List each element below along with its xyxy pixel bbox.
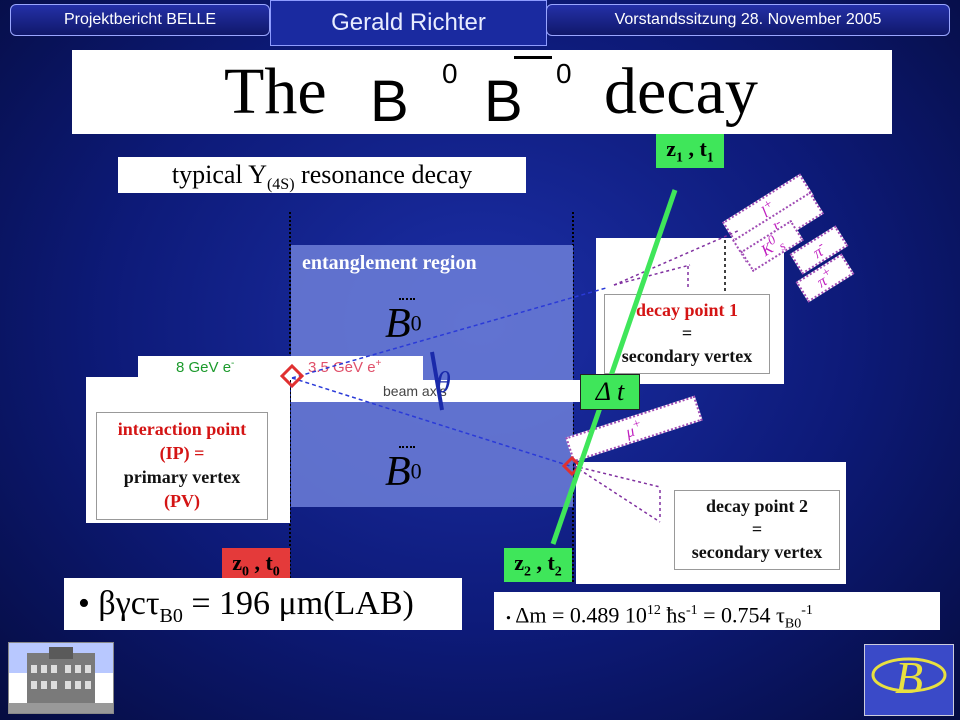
positron-beam-label: 3.5 GeV e+ xyxy=(308,358,381,376)
z2-zsub: 2 xyxy=(523,564,531,580)
header-right-tab: Vorstandssitzung 28. November 2005 xyxy=(546,4,950,36)
z0-zsub: 0 xyxy=(241,564,249,580)
z0-label: z0 , t0 xyxy=(222,548,290,582)
formula1-text: βγcτ xyxy=(98,585,160,622)
belle-logo-icon: B xyxy=(871,652,947,703)
title-bbar: B xyxy=(484,69,523,134)
z1-label: z1 , t1 xyxy=(656,134,724,168)
b-meson-lower: B0 xyxy=(385,446,422,496)
b-meson-lower-symbol: B xyxy=(385,449,411,495)
formula2-dm: Δm = 0.489 10 xyxy=(515,602,647,628)
theta-arc xyxy=(430,351,444,411)
z2-tsub: 2 xyxy=(554,564,562,580)
formula1-bullet: • xyxy=(78,585,90,622)
formula2-exp1: 12 xyxy=(646,603,661,618)
entanglement-label: entanglement region xyxy=(302,252,477,274)
header-center-tab: Gerald Richter xyxy=(270,0,547,46)
formula2-eq: = 0.754 τ xyxy=(697,602,785,628)
title-the: The xyxy=(224,55,327,128)
z2-t: , t xyxy=(530,549,555,575)
z1-tsub: 1 xyxy=(706,150,714,166)
track-decay1-a xyxy=(613,229,741,286)
track-to-decay1 xyxy=(291,287,607,379)
z2-z: z xyxy=(514,549,524,575)
formula2-hs: ħs xyxy=(660,602,686,628)
b-meson-upper: B0 xyxy=(385,298,422,348)
formula2-sub: B0 xyxy=(784,616,802,632)
interaction-line3: primary vertex xyxy=(123,467,241,487)
formula2-bullet: • xyxy=(506,611,511,627)
interaction-point-box: interaction point (IP) = primary vertex … xyxy=(96,412,268,520)
z1-t: , t xyxy=(682,135,707,161)
track-decay1-b xyxy=(613,264,691,286)
electron-beam-text: 8 GeV e xyxy=(176,359,232,376)
subtitle: typical Y(4S) resonance decay xyxy=(118,157,526,193)
subtitle-post: resonance decay xyxy=(294,160,473,189)
title-b-sup: 0 xyxy=(442,58,458,89)
building-logo xyxy=(8,642,114,714)
decay1-line1: decay point 1 xyxy=(635,300,738,320)
interaction-line1: interaction point xyxy=(117,419,247,439)
z0-t: , t xyxy=(248,549,273,575)
decay2-line1: decay point 2 xyxy=(705,496,808,516)
decay-point-2-box: decay point 2 = secondary vertex xyxy=(674,490,840,570)
title-b: B xyxy=(370,69,409,134)
title-bar-overline xyxy=(514,56,552,59)
b-meson-upper-sup: 0 xyxy=(410,310,422,336)
electron-beam-sup: - xyxy=(231,358,235,369)
track-decay2-b xyxy=(573,465,661,523)
z0-text: z0 , t0 xyxy=(232,550,280,580)
beam-axis-strip xyxy=(291,380,581,402)
title-decay: decay xyxy=(604,55,758,128)
z2-text: z2 , t2 xyxy=(514,550,562,580)
b-meson-lower-overline xyxy=(399,446,415,448)
formula-delta-m: • Δm = 0.489 1012 ħs-1 = 0.754 τB0-1 xyxy=(494,592,940,632)
z0-tsub: 0 xyxy=(272,564,280,580)
formula2-exp2: -1 xyxy=(685,603,698,618)
decay1-line3: secondary vertex xyxy=(621,346,753,366)
decay1-line2: = xyxy=(681,323,693,343)
subtitle-pre: typical Y xyxy=(171,160,267,189)
decay2-line2: = xyxy=(751,519,763,539)
title-bbar-sup: 0 xyxy=(556,58,572,89)
decay2-line3: secondary vertex xyxy=(691,542,823,562)
b-meson-lower-sup: 0 xyxy=(410,458,422,484)
formula1-rest: = 196 μm(LAB) xyxy=(182,585,414,622)
interaction-line2: (IP) = xyxy=(159,443,205,463)
subtitle-sub: (4S) xyxy=(266,176,295,194)
b-meson-upper-symbol: B xyxy=(385,301,411,347)
building-logo-icon xyxy=(9,643,113,713)
formula1-sub: B0 xyxy=(159,604,183,627)
track-decay2-a xyxy=(573,465,661,488)
green-distance-line xyxy=(550,189,678,545)
header-left-text: Projektbericht BELLE xyxy=(63,11,217,28)
z1-text: z1 , t1 xyxy=(666,136,714,166)
b-meson-upper-overline xyxy=(399,298,415,300)
formula2-exp3: -1 xyxy=(801,603,813,618)
electron-beam-label: 8 GeV e- xyxy=(176,358,234,376)
positron-beam-sup: + xyxy=(375,358,382,369)
header-right-text: Vorstandssitzung 28. November 2005 xyxy=(614,11,882,28)
track-to-decay2 xyxy=(291,377,571,467)
beam-axis-label: beam axis xyxy=(383,383,447,399)
z1-z: z xyxy=(666,135,676,161)
svg-text:B: B xyxy=(895,652,923,703)
interaction-line4: (PV) xyxy=(164,491,200,511)
header-center-text: Gerald Richter xyxy=(331,9,486,36)
belle-logo: B xyxy=(864,644,954,716)
delta-t-box: Δ t xyxy=(580,374,640,410)
title-bar: The B 0 B 0 decay xyxy=(72,50,892,134)
z2-label: z2 , t2 xyxy=(504,548,572,582)
decay-point-1-box: decay point 1 = secondary vertex xyxy=(604,294,770,374)
z0-z: z xyxy=(232,549,242,575)
formula-beta-gamma: • βγcτB0 = 196 μm(LAB) xyxy=(64,578,462,630)
vertical-dotted-left xyxy=(289,212,291,582)
delta-t-label: Δ t xyxy=(595,377,625,406)
header-left-tab: Projektbericht BELLE xyxy=(10,4,270,36)
interaction-point-marker xyxy=(279,363,305,389)
positron-beam-text: 3.5 GeV e xyxy=(308,359,376,376)
z1-zsub: 1 xyxy=(675,150,683,166)
